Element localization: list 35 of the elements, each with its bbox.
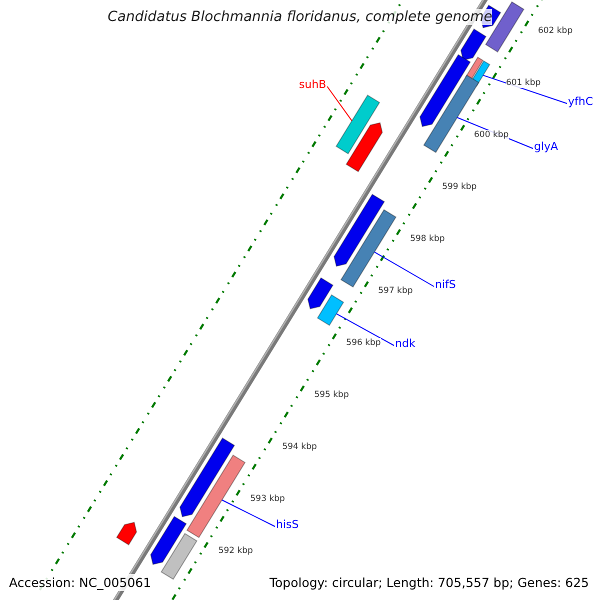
- gene-label: ndk: [395, 337, 416, 350]
- gene-block: [460, 28, 487, 61]
- leader-line: [222, 500, 276, 527]
- leader-line: [326, 86, 352, 122]
- tick-label: 601 kbp: [506, 78, 541, 88]
- gene-block: [150, 516, 187, 565]
- tick-label: 597 kbp: [378, 286, 413, 296]
- gene-block: [334, 194, 385, 267]
- gene-block: [336, 94, 380, 154]
- gene-label: nifS: [435, 278, 456, 291]
- gene-block: [186, 454, 246, 538]
- gene-label: yfhC: [568, 95, 594, 108]
- gene-block: [340, 209, 397, 288]
- gene-block: [316, 294, 344, 326]
- gene-label: glyA: [534, 140, 558, 153]
- tick-label: 599 kbp: [442, 182, 477, 192]
- tick-label: 596 kbp: [346, 338, 381, 348]
- tick-label: 598 kbp: [410, 234, 445, 244]
- gene-label: suhB: [299, 78, 326, 91]
- gene-block: [307, 277, 334, 310]
- tick-label: 592 kbp: [218, 546, 253, 556]
- tick-label: 595 kbp: [314, 390, 349, 400]
- title: Candidatus Blochmannia floridanus, complete genome: [108, 9, 492, 25]
- gene-block: [160, 532, 198, 580]
- gene-block: [419, 54, 471, 128]
- gene-block: [346, 122, 383, 172]
- leader-line: [374, 252, 434, 287]
- leader-line: [336, 313, 394, 346]
- tick-label: 594 kbp: [282, 442, 317, 452]
- tick-label: 600 kbp: [474, 130, 509, 140]
- gene-block: [179, 437, 236, 518]
- gene-block: [116, 522, 138, 546]
- tick-label: 593 kbp: [250, 494, 285, 504]
- gene-label: hisS: [276, 518, 299, 531]
- tick-label: 602 kbp: [538, 26, 573, 36]
